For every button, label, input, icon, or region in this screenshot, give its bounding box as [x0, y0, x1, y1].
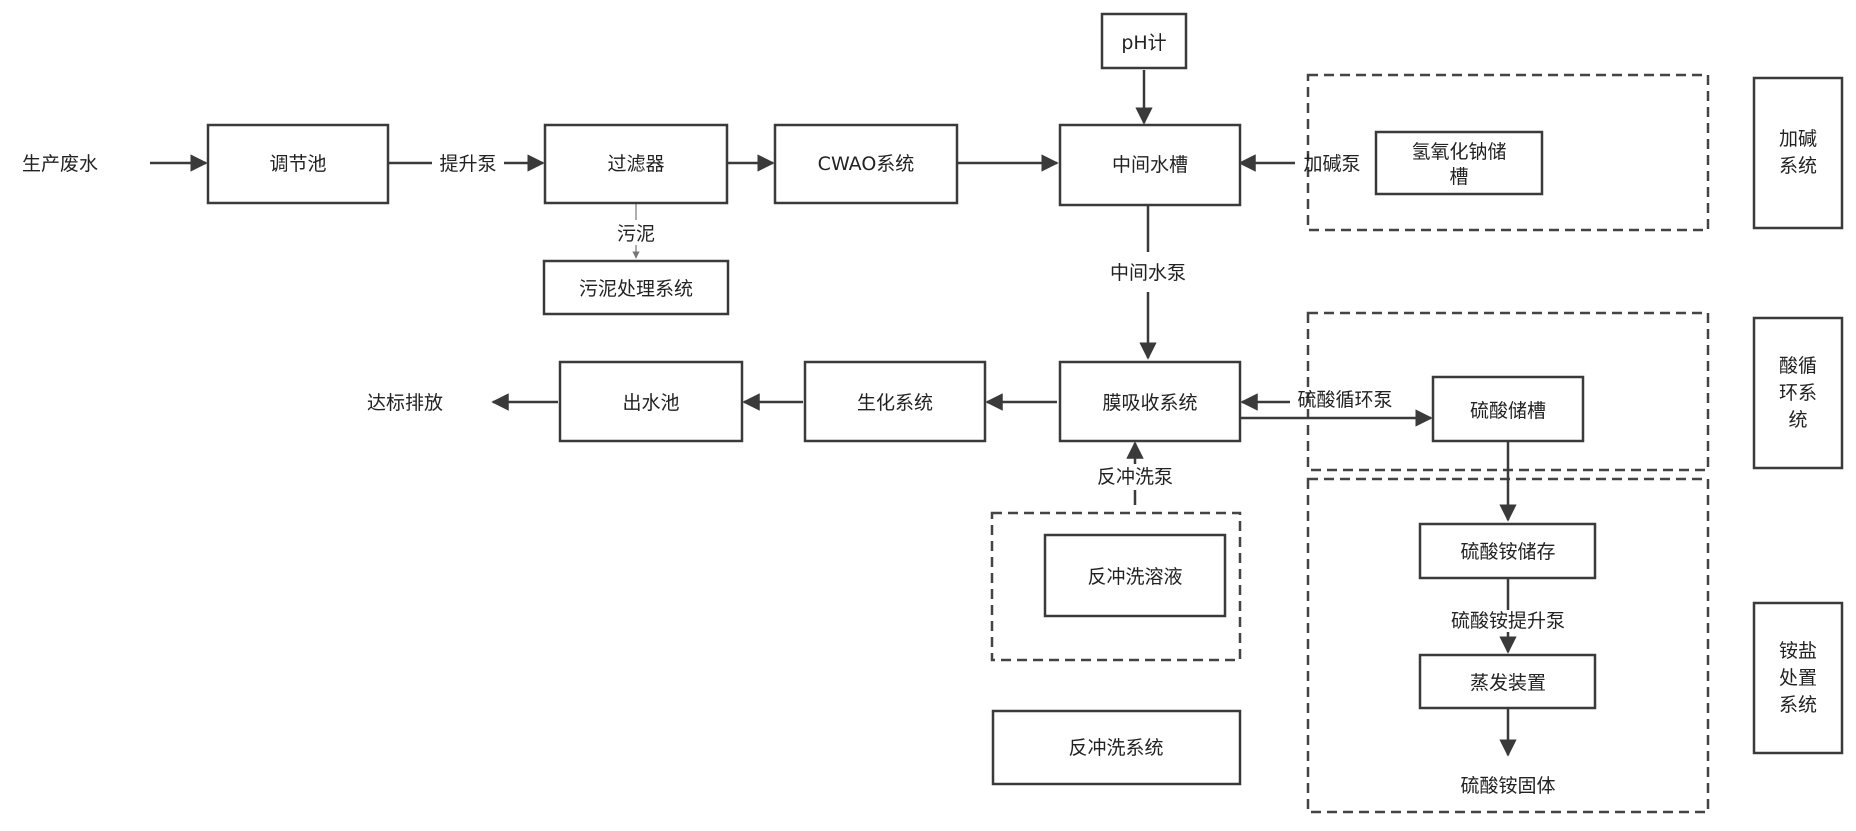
ammonium-storage-box [1418, 522, 1597, 580]
label-lift-pump: 提升泵 [439, 153, 496, 175]
label-sludge: 污泥 [617, 223, 655, 245]
node-ph-meter: pH计 [1121, 32, 1166, 54]
node-naoh-tank-line1: 氢氧化钠储 [1411, 141, 1506, 163]
legend-salt-line1: 铵盐 [1779, 640, 1817, 662]
cwao-box [773, 123, 959, 205]
node-backwash-system: 反冲洗系统 [1068, 737, 1163, 759]
legend-salt-box [1752, 601, 1844, 755]
sludge-treatment-box [542, 259, 730, 316]
legend-salt-line3: 系统 [1779, 694, 1817, 716]
legend-acid-line3: 统 [1788, 409, 1807, 431]
node-input-wastewater: 生产废水 [22, 153, 98, 175]
label-alkali-pump: 加碱泵 [1303, 153, 1360, 175]
node-naoh-tank-line2: 槽 [1449, 166, 1468, 188]
node-ammonium-solid: 硫酸铵固体 [1460, 775, 1555, 797]
legend-alkali-box [1752, 76, 1844, 230]
outlet-tank-box [558, 360, 744, 443]
label-mid-pump: 中间水泵 [1110, 262, 1186, 284]
membrane-box [1058, 360, 1242, 443]
label-backwash-pump: 反冲洗泵 [1097, 466, 1173, 488]
node-ammonium-storage: 硫酸铵储存 [1460, 541, 1555, 563]
legend-acid-box [1752, 316, 1844, 470]
alkali-group-frame [1306, 73, 1710, 232]
legend-alkali-line1: 加碱 [1779, 128, 1817, 150]
backwash-solution-box [1043, 533, 1227, 618]
backwash-system-box [991, 709, 1242, 786]
node-filter: 过滤器 [607, 153, 664, 175]
node-adjust-tank: 调节池 [269, 153, 326, 175]
label-acid-circ-pump: 硫酸循环泵 [1297, 389, 1392, 411]
filter-box [543, 123, 729, 205]
node-mid-tank: 中间水槽 [1112, 154, 1188, 176]
node-bio: 生化系统 [857, 392, 933, 414]
node-backwash-solution: 反冲洗溶液 [1087, 566, 1182, 588]
node-h2so4-tank: 硫酸储槽 [1470, 400, 1546, 422]
legend-alkali-line2: 系统 [1779, 155, 1817, 177]
legend-acid-line1: 酸循 [1779, 355, 1817, 377]
ph-meter-box [1100, 12, 1188, 70]
bio-box [803, 360, 987, 443]
adjust-tank-box [206, 123, 390, 205]
evaporator-box [1418, 653, 1597, 710]
naoh-tank-box [1374, 130, 1544, 196]
legend-salt-line2: 处置 [1779, 667, 1817, 689]
node-sludge-treatment: 污泥处理系统 [579, 278, 693, 300]
label-ammonium-lift-pump: 硫酸铵提升泵 [1451, 610, 1565, 632]
node-membrane: 膜吸收系统 [1102, 392, 1197, 414]
backwash-group-frame [990, 511, 1242, 662]
node-cwao: CWAO系统 [818, 153, 915, 175]
node-evaporator: 蒸发装置 [1470, 672, 1546, 694]
h2so4-tank-box [1431, 375, 1585, 443]
mid-tank-box [1058, 123, 1242, 207]
legend-acid-line2: 环系 [1779, 382, 1817, 404]
node-discharge: 达标排放 [367, 392, 443, 414]
node-outlet-tank: 出水池 [622, 392, 679, 414]
